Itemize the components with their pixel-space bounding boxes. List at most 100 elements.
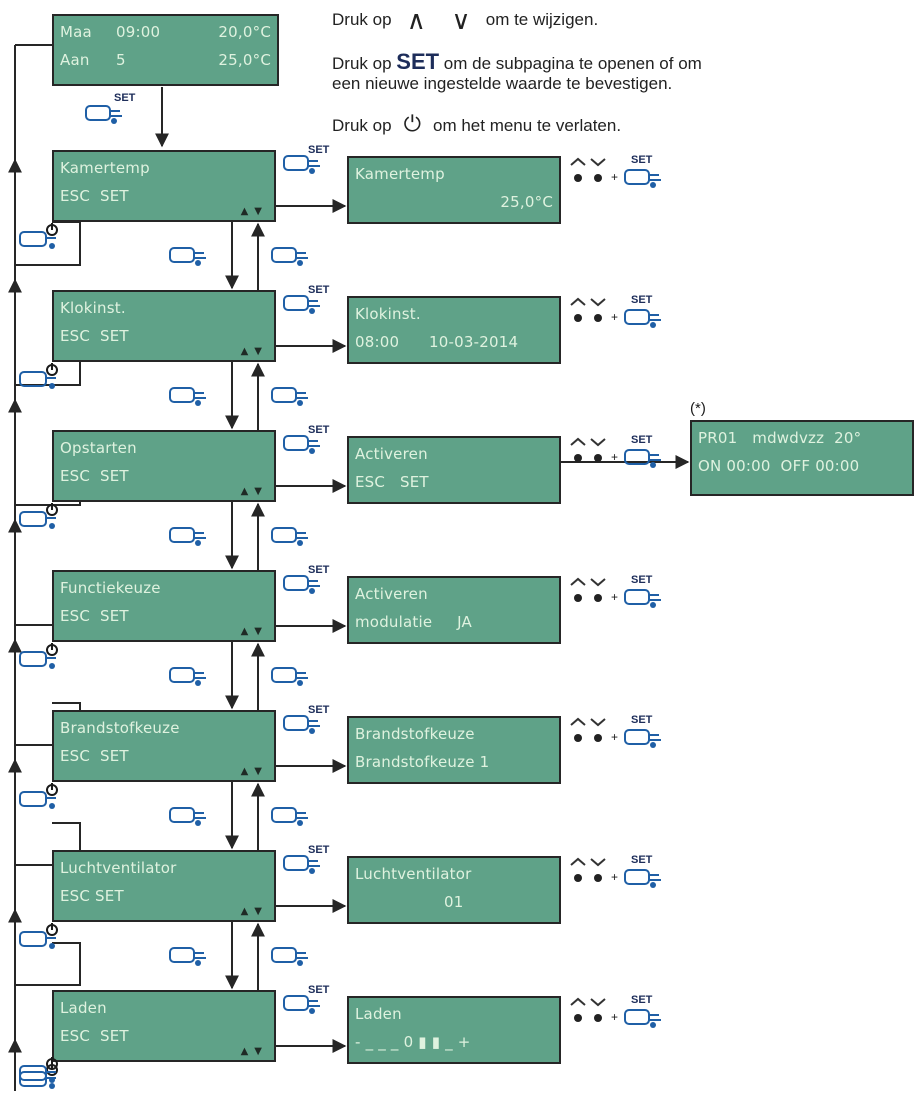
set-label: SET [114, 92, 136, 104]
confirm-hand-icon [624, 449, 661, 468]
confirm-hand-icon [624, 729, 661, 748]
set-hand-icon [283, 715, 320, 734]
power-hand-icon [19, 223, 58, 249]
set-label: SET [631, 154, 653, 166]
set-label: SET [308, 564, 330, 576]
down-hand [270, 662, 310, 693]
up-hand [168, 662, 208, 693]
set-hand: SET [282, 564, 329, 601]
up-hand-icon [169, 247, 206, 266]
instruction-exit-prefix: Druk op [332, 116, 392, 135]
instruction-exit: Druk op ⏻ om het menu te verlaten. [332, 111, 622, 136]
sub-line1: Klokinst. [355, 305, 421, 323]
main-power-level: 5 [116, 51, 126, 69]
up-hand [168, 242, 208, 273]
set-label: SET [631, 994, 653, 1006]
program-line2: ON 00:00 OFF 00:00 [698, 457, 860, 475]
up-arrow-icon: ∧ [406, 5, 426, 35]
esc-hand [18, 222, 62, 257]
up-down-buttons-icon [570, 437, 606, 462]
esc-hand [18, 642, 62, 677]
confirm-hand-icon [624, 1009, 661, 1028]
scroll-arrows-icon: ▲▼ [240, 626, 268, 637]
sub-screen: Activeren ESC SET [347, 436, 561, 504]
up-down-buttons-icon [570, 157, 606, 182]
confirm-hand-icon [624, 169, 661, 188]
sub-line1: Laden [355, 1005, 402, 1023]
up-down-buttons-icon [570, 857, 606, 882]
set-label: SET [631, 854, 653, 866]
instruction-exit-suffix: om het menu te verlaten. [433, 116, 622, 135]
up-down-buttons-icon [570, 997, 606, 1022]
instruction-set-line2: een nieuwe ingestelde waarde te bevestig… [332, 74, 673, 93]
set-hand-icon [283, 575, 320, 594]
instruction-set-prefix: Druk op [332, 54, 392, 73]
scroll-arrows-icon: ▲▼ [240, 906, 268, 917]
up-hand-icon [169, 667, 206, 686]
set-hand-icon [283, 995, 320, 1014]
up-hand-icon [169, 527, 206, 546]
scroll-arrows-icon: ▲▼ [240, 1046, 268, 1057]
power-icon: ⏻ [403, 111, 421, 136]
up-hand [168, 802, 208, 833]
menu-screen: Brandstofkeuze ESC SET ▲▼ [52, 710, 276, 782]
set-label: SET [308, 704, 330, 716]
confirm-hand-icon [624, 869, 661, 888]
sub-screen: Kamertemp 25,0°C [347, 156, 561, 224]
sub-screen: Luchtventilator 01 [347, 856, 561, 924]
down-hand [270, 802, 310, 833]
confirm-hand-icon [624, 589, 661, 608]
plus-sign: + [611, 1010, 619, 1024]
set-hand: SET [282, 424, 329, 461]
sub-line1: Activeren [355, 585, 428, 603]
down-hand-icon [271, 527, 308, 546]
down-hand-icon [271, 807, 308, 826]
menu-actions: ESC SET [60, 187, 129, 205]
menu-screen: Klokinst. ESC SET ▲▼ [52, 290, 276, 362]
set-label: SET [308, 984, 330, 996]
set-label: SET [631, 714, 653, 726]
adjust-hint: + SET [567, 154, 661, 189]
instruction-change-prefix: Druk op [332, 10, 392, 29]
adjust-hint: + SET [567, 434, 661, 469]
set-label: SET [308, 844, 330, 856]
plus-sign: + [611, 590, 619, 604]
sub-screen: Klokinst. 08:00 10-03-2014 [347, 296, 561, 364]
down-hand-icon [271, 387, 308, 406]
sub-line1: Kamertemp [355, 165, 445, 183]
set-hand: SET [282, 284, 329, 321]
esc-hand [18, 502, 62, 537]
menu-screen: Functiekeuze ESC SET ▲▼ [52, 570, 276, 642]
instruction-change: Druk op ∧ ∨ om te wijzigen. [332, 5, 599, 35]
menu-actions: ESC SET [60, 607, 129, 625]
set-label: SET [631, 574, 653, 586]
menu-title: Klokinst. [60, 299, 126, 317]
down-hand-icon [271, 667, 308, 686]
sub-line2: 25,0°C [500, 193, 553, 211]
menu-title: Luchtventilator [60, 859, 177, 877]
set-label: SET [308, 144, 330, 156]
instruction-change-suffix: om te wijzigen. [485, 10, 599, 29]
scroll-arrows-icon: ▲▼ [240, 206, 268, 217]
plus-sign: + [611, 730, 619, 744]
adjust-hint: + SET [567, 994, 661, 1029]
power-hand-icon [19, 1057, 58, 1083]
menu-screen: Opstarten ESC SET ▲▼ [52, 430, 276, 502]
set-label: SET [631, 294, 653, 306]
set-hand-icon [283, 855, 320, 874]
menu-screen: Laden ESC SET ▲▼ [52, 990, 276, 1062]
program-line1: PR01 mdwdvzz 20° [698, 429, 862, 447]
power-hand-icon [19, 643, 58, 669]
set-hand-icon [85, 105, 122, 124]
menu-actions: ESC SET [60, 1027, 129, 1045]
main-room-temp: 20,0°C [218, 23, 271, 41]
sub-screen: Activeren modulatie JA [347, 576, 561, 644]
plus-sign: + [611, 870, 619, 884]
up-hand-icon [169, 387, 206, 406]
up-down-buttons-icon [570, 297, 606, 322]
set-hand: SET [282, 704, 329, 741]
adjust-hint: + SET [567, 714, 661, 749]
menu-actions: ESC SET [60, 747, 129, 765]
top-set-hand: SET [84, 92, 135, 131]
adjust-hint: + SET [567, 294, 661, 329]
